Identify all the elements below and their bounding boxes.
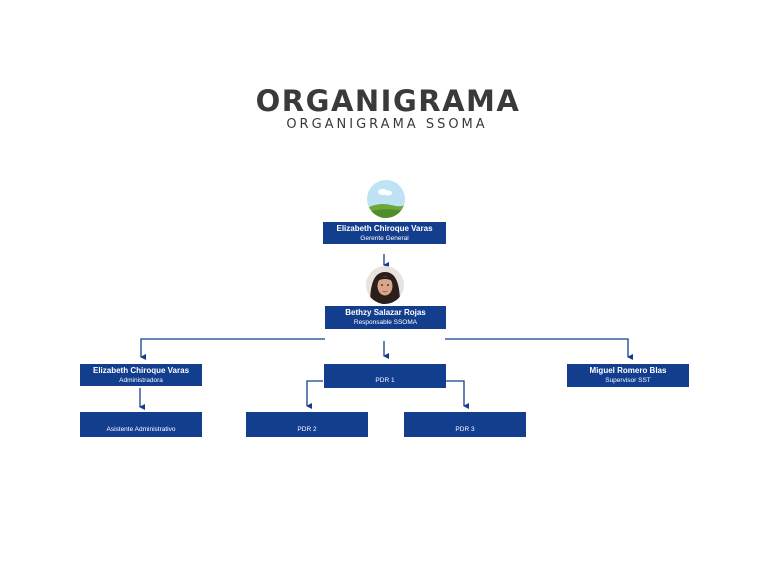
connector-ssoma-supervisor bbox=[445, 338, 633, 360]
node-responsable-ssoma: Bethzy Salazar Rojas Responsable SSOMA bbox=[325, 306, 446, 329]
node-role: Administradora bbox=[119, 377, 163, 384]
connector-ssoma-admin bbox=[140, 338, 325, 360]
node-pdr-2: PDR 2 bbox=[246, 412, 368, 437]
node-name: Miguel Romero Blas bbox=[589, 366, 667, 375]
node-name: Elizabeth Chiroque Varas bbox=[92, 366, 190, 375]
node-administradora: Elizabeth Chiroque Varas Administradora bbox=[80, 364, 202, 386]
node-supervisor-sst: Miguel Romero Blas Supervisor SST bbox=[567, 364, 689, 387]
node-role: Gerente General bbox=[360, 235, 409, 242]
node-pdr-1: PDR 1 bbox=[324, 364, 446, 388]
avatar-gerente-general bbox=[367, 180, 405, 218]
node-name: Bethzy Salazar Rojas bbox=[345, 308, 426, 317]
page-title: ORGANIGRAMA bbox=[255, 84, 521, 118]
page-subtitle: ORGANIGRAMA SSOMA bbox=[286, 117, 488, 132]
node-role: Responsable SSOMA bbox=[353, 319, 418, 326]
node-asistente-administrativo: Asistente Administrativo bbox=[80, 412, 202, 437]
node-label: PDR 1 bbox=[375, 377, 395, 384]
node-label: PDR 3 bbox=[455, 426, 475, 433]
node-label: PDR 2 bbox=[297, 426, 317, 433]
node-name: Elizabeth Chiroque Varas bbox=[336, 224, 433, 233]
node-pdr-3: PDR 3 bbox=[404, 412, 526, 437]
connector-pdr1-pdr3 bbox=[446, 380, 469, 409]
connector-pdr1-pdr2 bbox=[306, 380, 323, 409]
node-gerente-general: Elizabeth Chiroque Varas Gerente General bbox=[323, 222, 446, 244]
node-role: Supervisor SST bbox=[605, 377, 651, 384]
avatar-responsable-ssoma bbox=[366, 266, 404, 304]
node-label: Asistente Administrativo bbox=[106, 426, 176, 433]
